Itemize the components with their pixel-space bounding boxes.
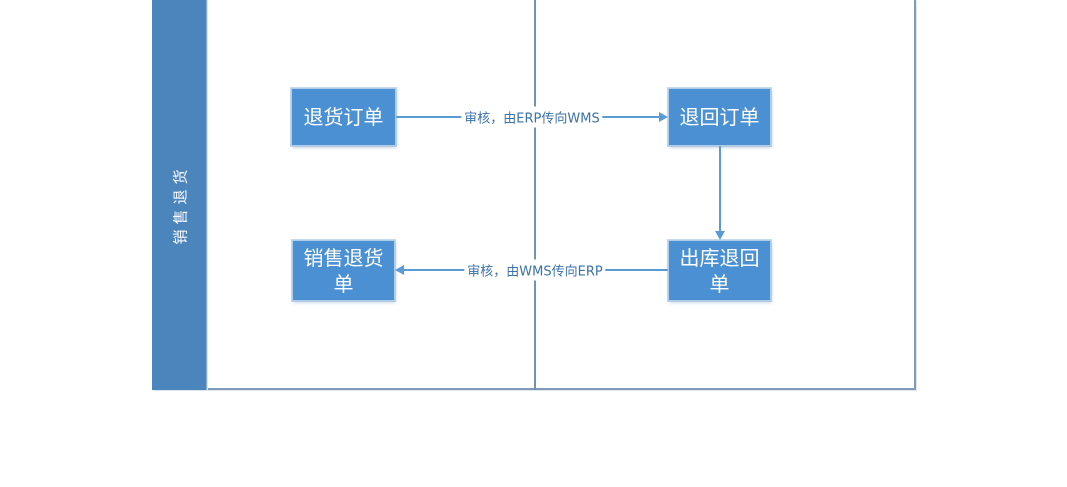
- node-returned-order: 退回订单: [668, 88, 771, 146]
- node-return-goods-order: 退货订单: [291, 88, 396, 146]
- swimlane-header-bar: 销售退货: [152, 0, 207, 390]
- arrowhead-left-icon: [395, 265, 404, 275]
- connector-down-line: [719, 146, 721, 231]
- phase-divider-line: [534, 0, 536, 390]
- swimlane-label: 销售退货: [171, 163, 190, 245]
- node-outbound-return-slip: 出库退回单: [668, 240, 771, 301]
- connector-erp-to-wms-label: 审核，由ERP传向WMS: [461, 106, 603, 128]
- arrowhead-right-icon: [659, 112, 668, 122]
- arrowhead-down-icon: [715, 231, 725, 240]
- connector-wms-to-erp-label: 审核，由WMS传向ERP: [464, 259, 606, 281]
- node-sales-return-slip: 销售退货单: [292, 240, 395, 301]
